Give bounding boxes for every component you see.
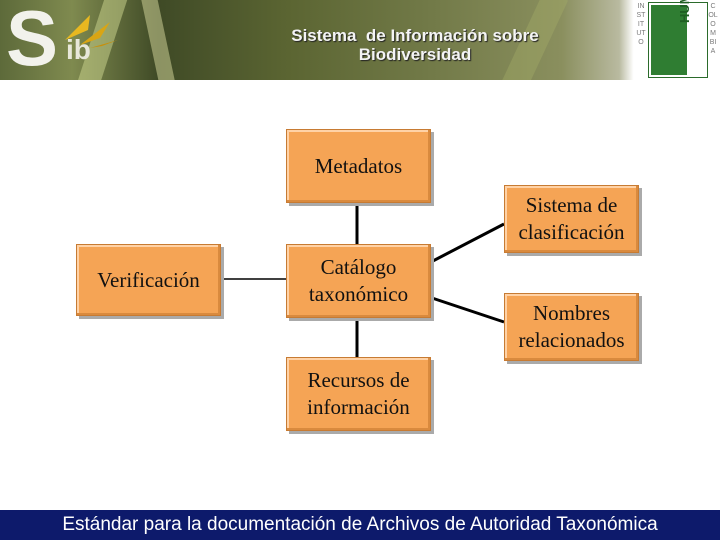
- instituto-text: INSTITUTO: [636, 3, 646, 46]
- connector-catalogo-sistema: [428, 222, 505, 265]
- banner-title: Sistema de Información sobre Biodiversid…: [240, 26, 590, 64]
- footer-bar: Estándar para la documentación de Archiv…: [0, 510, 720, 540]
- metadatos-box: Metadatos: [286, 129, 431, 203]
- connector-catalogo-nombres: [428, 295, 505, 324]
- banner-title-line1: Sistema de Información sobre: [291, 26, 539, 45]
- banner-title-line2: Biodiversidad: [358, 45, 472, 64]
- header-banner: S ib Sistema de Información sobre Biodiv…: [0, 0, 720, 80]
- sistema-clasificacion-box: Sistema de clasificación: [504, 185, 639, 253]
- footer-text: Estándar para la documentación de Archiv…: [62, 514, 658, 535]
- sib-logo-letter: S: [6, 0, 58, 80]
- heliconia-flower-icon: [65, 15, 118, 48]
- recursos-informacion-box: Recursos de información: [286, 357, 431, 431]
- nombres-relacionados-box: Nombres relacionados: [504, 293, 639, 361]
- sib-logo-sub: ib: [66, 34, 91, 65]
- colombia-text: COLOMBIA: [708, 3, 718, 55]
- verificacion-box: Verificación: [76, 244, 221, 316]
- humboldt-logo: HUMBOLDT: [648, 0, 708, 78]
- heliconia-logo-icon: [651, 5, 687, 75]
- catalogo-taxonomico-box: Catálogo taxonómico: [286, 244, 431, 318]
